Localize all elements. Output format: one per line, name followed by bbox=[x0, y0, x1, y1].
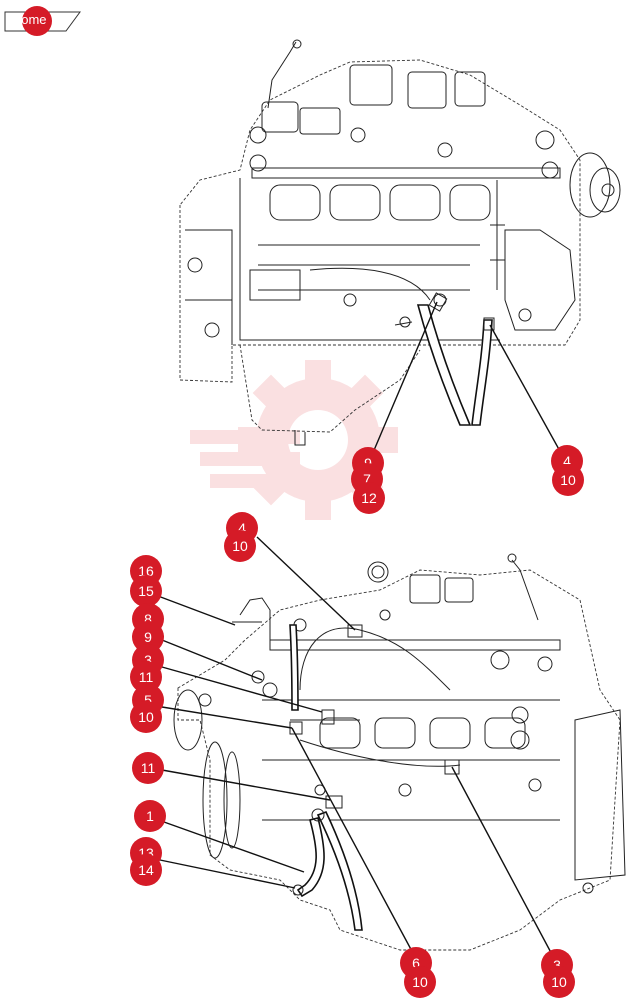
callout-label: 14 bbox=[138, 862, 154, 878]
callout-label: 1 bbox=[146, 808, 154, 824]
callout-label: 3 bbox=[144, 652, 152, 668]
callout-label: 3 bbox=[553, 957, 561, 973]
callout-11[interactable]: 11 bbox=[130, 661, 162, 693]
callout-label: 10 bbox=[412, 974, 428, 990]
callout-10[interactable]: 10 bbox=[224, 530, 256, 562]
callout-10[interactable]: 10 bbox=[130, 701, 162, 733]
callout-label: 10 bbox=[138, 709, 154, 725]
bottom-leader-lines bbox=[157, 536, 557, 963]
callout-label: 7 bbox=[363, 471, 371, 487]
callout-label: 5 bbox=[144, 692, 152, 708]
callout-label: 10 bbox=[560, 472, 576, 488]
callout-9[interactable]: 9 bbox=[132, 621, 164, 653]
watermark-logo bbox=[190, 360, 398, 520]
callout-label: 10 bbox=[232, 538, 248, 554]
callout-label: 4 bbox=[563, 453, 571, 469]
home-label: home bbox=[14, 12, 47, 27]
callout-label: 6 bbox=[412, 955, 420, 971]
callout-label: 4 bbox=[238, 520, 246, 536]
bottom-engine-drawing bbox=[173, 553, 626, 951]
callout-label: 8 bbox=[144, 611, 152, 627]
top-engine-drawing bbox=[179, 39, 621, 446]
callout-label: 11 bbox=[141, 760, 156, 776]
callout-label: 15 bbox=[138, 583, 154, 599]
callout-1[interactable]: 1 bbox=[134, 800, 166, 832]
callout-label: 12 bbox=[361, 490, 377, 506]
callout-label: 9 bbox=[364, 455, 372, 471]
callout-label: 9 bbox=[144, 629, 152, 645]
callout-12[interactable]: 12 bbox=[353, 482, 385, 514]
callout-label: 16 bbox=[138, 563, 154, 579]
top-leader-lines bbox=[368, 301, 567, 463]
callout-label: 10 bbox=[551, 974, 567, 990]
callout-label: 11 bbox=[139, 669, 154, 685]
callout-11[interactable]: 11 bbox=[132, 752, 164, 784]
callout-14[interactable]: 14 bbox=[130, 854, 162, 886]
callout-10[interactable]: 10 bbox=[552, 464, 584, 496]
callout-10[interactable]: 10 bbox=[404, 966, 436, 998]
callout-15[interactable]: 15 bbox=[130, 575, 162, 607]
home-badge-icon bbox=[22, 6, 52, 36]
callout-10[interactable]: 10 bbox=[543, 966, 575, 998]
home-button[interactable]: home bbox=[4, 4, 81, 36]
